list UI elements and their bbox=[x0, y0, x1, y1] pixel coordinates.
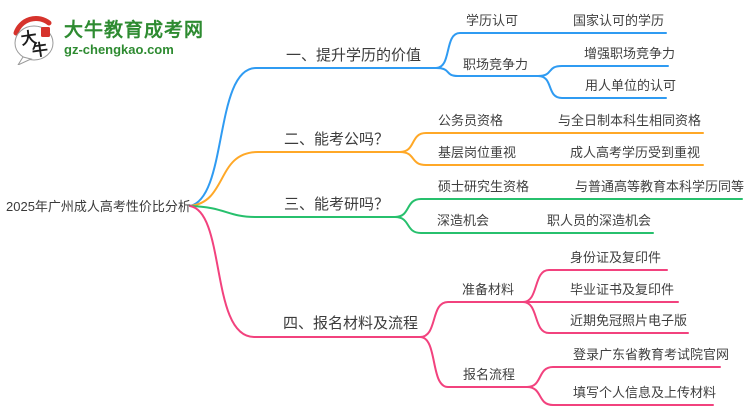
branch3-label: 三、能考研吗？ bbox=[284, 196, 390, 213]
branch1-child1-leaf1: 国家认可的学历 bbox=[573, 13, 665, 28]
branch3-lines bbox=[189, 198, 743, 234]
branch1-child1: 学历认可 bbox=[466, 13, 519, 28]
branch4-child1-leaf3: 近期免冠照片电子版 bbox=[570, 313, 688, 328]
branch2-child2-leaf1: 成人高考学历受到重视 bbox=[570, 145, 701, 160]
branch1-child2-leaf1: 增强职场竞争力 bbox=[584, 46, 676, 61]
branch4-child2-leaf1: 登录广东省教育考试院官网 bbox=[573, 347, 730, 362]
branch4-lines bbox=[189, 205, 721, 406]
branch3-child1-leaf1: 与普通高等教育本科学历同等 bbox=[575, 179, 745, 194]
bull-bubble-icon: 大 牛 bbox=[13, 15, 54, 65]
branch2-lines bbox=[189, 132, 704, 207]
branch4-child1-leaf2: 毕业证书及复印件 bbox=[570, 282, 675, 297]
branch4-child1: 准备材料 bbox=[462, 282, 515, 297]
branch1-child2: 职场竞争力 bbox=[463, 57, 529, 72]
branch3-child2-leaf1: 职人员的深造机会 bbox=[547, 213, 652, 228]
svg-text:牛: 牛 bbox=[31, 39, 50, 60]
brand-domain: gz-chengkao.com bbox=[64, 42, 174, 58]
branch4-child2: 报名流程 bbox=[463, 367, 516, 382]
branch4-child1-leaf1: 身份证及复印件 bbox=[570, 250, 662, 265]
site-logo[interactable]: 大 牛 大牛教育成考网 gz-chengkao.com bbox=[10, 13, 204, 65]
brand-name: 大牛教育成考网 bbox=[64, 20, 205, 42]
branch1-child2-leaf2: 用人单位的认可 bbox=[585, 78, 677, 93]
central-topic: 2025年广州成人高考性价比分析 bbox=[6, 199, 191, 214]
branch2-child2: 基层岗位重视 bbox=[438, 145, 517, 160]
branch4-child2-leaf2: 填写个人信息及上传材料 bbox=[573, 385, 717, 400]
branch1-lines bbox=[189, 32, 669, 207]
branch2-child1-leaf1: 与全日制本科生相同资格 bbox=[558, 113, 702, 128]
branch1-label: 一、提升学历的价值 bbox=[286, 47, 422, 64]
branch2-child1: 公务员资格 bbox=[438, 113, 504, 128]
branch2-label: 二、能考公吗？ bbox=[284, 131, 390, 148]
branch3-child1: 硕士研究生资格 bbox=[438, 179, 530, 194]
svg-text:大: 大 bbox=[20, 28, 39, 49]
branch3-child2: 深造机会 bbox=[437, 213, 490, 228]
branch4-label: 四、报名材料及流程 bbox=[283, 315, 419, 332]
